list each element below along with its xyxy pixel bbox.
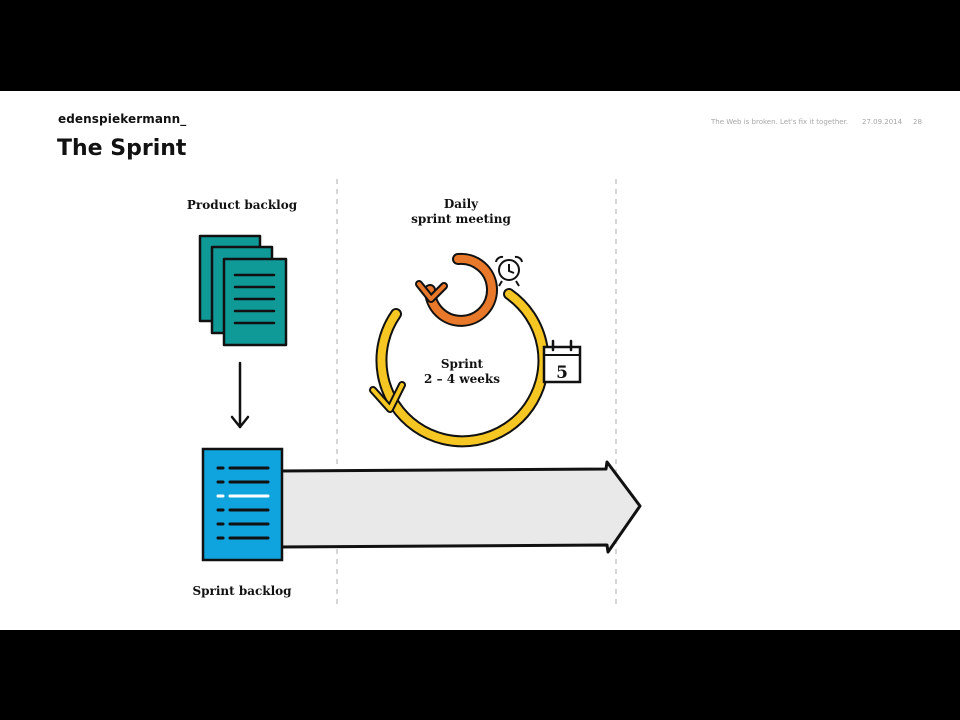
sprint-label-line1: Sprint [441,357,484,371]
sprint-diagram: Product backlog [187,179,642,606]
slide-date: 27.09.2014 [862,118,903,126]
page-number: 28 [913,118,922,126]
product-backlog-label: Product backlog [187,198,298,212]
daily-cycle-arrow-icon [415,252,498,327]
calendar-icon: 5 [542,339,582,384]
footer-tagline: The Web is broken. Let's fix it together… [711,118,849,126]
page-title: The Sprint [57,136,187,161]
brand-logo-text: edenspiekermann_ [58,112,187,126]
sprint-duration-label: 2 – 4 weeks [424,372,500,386]
alarm-clock-icon [495,255,523,287]
daily-meeting-label-line2: sprint meeting [411,212,511,226]
daily-meeting-label-line1: Daily [444,197,479,211]
sprint-cycle-arrow-icon [369,288,550,448]
down-arrow-icon [230,361,250,429]
calendar-number: 5 [556,363,568,383]
slide: edenspiekermann_ The Sprint The Web is b… [0,91,960,630]
product-backlog-documents-icon [198,234,288,347]
sprint-backlog-label: Sprint backlog [192,584,292,598]
sprint-backlog-document-icon [201,447,284,562]
sprint-timeline-arrow [276,460,642,554]
